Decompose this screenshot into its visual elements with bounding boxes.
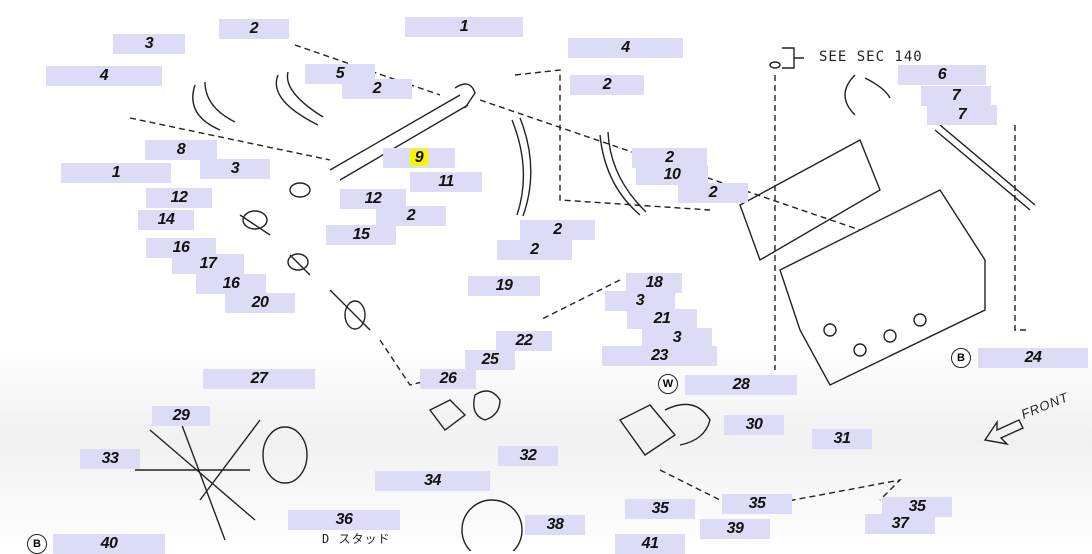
part-label-highlighted[interactable]: 9 <box>383 148 455 168</box>
part-label[interactable]: 20 <box>225 293 295 313</box>
fan-blades <box>135 419 261 541</box>
part-label[interactable]: 36 <box>288 510 400 530</box>
hose-5 <box>275 71 324 126</box>
part-label[interactable]: 15 <box>326 225 396 245</box>
part-label[interactable]: 35 <box>882 497 952 517</box>
part-label[interactable]: 32 <box>498 446 558 466</box>
part-label[interactable]: 2 <box>497 240 572 260</box>
part-label[interactable]: 22 <box>496 331 552 351</box>
part-label[interactable]: 8 <box>145 140 217 160</box>
part-label[interactable]: 35 <box>625 499 695 519</box>
intake-manifold <box>739 139 881 262</box>
part-label[interactable]: 16 <box>146 238 216 258</box>
part-label[interactable]: 33 <box>80 449 140 469</box>
hose-8 <box>192 81 236 131</box>
part-label[interactable]: 34 <box>375 471 490 491</box>
part-label[interactable]: 14 <box>138 210 194 230</box>
part-label[interactable]: 18 <box>626 273 682 293</box>
part-label[interactable]: 38 <box>525 515 585 535</box>
part-label[interactable]: 40 <box>53 534 165 554</box>
part-label[interactable]: 1 <box>405 17 523 37</box>
see-section-note: SEE SEC 140 <box>819 49 923 65</box>
part-label[interactable]: 30 <box>724 415 784 435</box>
front-arrow-icon <box>983 419 1024 446</box>
part-label[interactable]: 10 <box>636 165 708 185</box>
stud-note: D スタッド <box>322 532 391 546</box>
part-label[interactable]: 19 <box>468 276 540 296</box>
part-label[interactable]: 2 <box>219 19 289 39</box>
hose-11 <box>511 117 532 217</box>
part-label[interactable]: 12 <box>146 188 212 208</box>
part-label[interactable]: 39 <box>700 519 770 539</box>
part-label[interactable]: 27 <box>203 369 315 389</box>
part-label[interactable]: 3 <box>642 328 712 348</box>
part-label[interactable]: 7 <box>927 105 997 125</box>
part-label[interactable]: 11 <box>410 172 482 192</box>
part-label[interactable]: 4 <box>46 66 162 86</box>
part-label[interactable]: 29 <box>152 406 210 426</box>
part-label[interactable]: 23 <box>602 346 717 366</box>
marker-w: W <box>658 374 678 394</box>
part-label[interactable]: 31 <box>812 429 872 449</box>
part-label[interactable]: 2 <box>632 148 707 168</box>
part-label[interactable]: 1 <box>61 163 171 183</box>
part-label[interactable]: 17 <box>172 254 244 274</box>
part-label[interactable]: 3 <box>200 159 270 179</box>
part-label[interactable]: 35 <box>722 494 792 514</box>
part-label[interactable]: 24 <box>978 348 1088 368</box>
part-label[interactable]: 21 <box>627 309 697 329</box>
part-label[interactable]: 28 <box>685 375 797 395</box>
part-label[interactable]: 6 <box>898 65 986 85</box>
cylinder-head <box>779 189 986 386</box>
part-label[interactable]: 37 <box>865 514 935 534</box>
part-label[interactable]: 41 <box>615 534 685 554</box>
part-label[interactable]: 4 <box>568 38 683 58</box>
part-label[interactable]: 2 <box>570 75 644 95</box>
pulley <box>461 499 523 551</box>
part-label[interactable]: 2 <box>376 206 446 226</box>
hose-6 <box>844 74 891 116</box>
water-pipe <box>329 94 469 181</box>
part-label[interactable]: 2 <box>342 79 412 99</box>
part-label[interactable]: 26 <box>420 369 476 389</box>
part-label[interactable]: 3 <box>113 34 185 54</box>
part-label[interactable]: 7 <box>921 86 991 106</box>
part-label[interactable]: 2 <box>678 183 748 203</box>
part-label[interactable]: 3 <box>605 291 675 311</box>
part-label[interactable]: 2 <box>520 220 595 240</box>
part-label[interactable]: 12 <box>340 189 406 209</box>
marker-b: B <box>27 534 47 554</box>
marker-b: B <box>951 348 971 368</box>
highlight: 9 <box>409 149 429 166</box>
part-label[interactable]: 16 <box>196 274 266 294</box>
part-label[interactable]: 25 <box>465 350 515 370</box>
pipe-13 <box>934 124 1036 211</box>
